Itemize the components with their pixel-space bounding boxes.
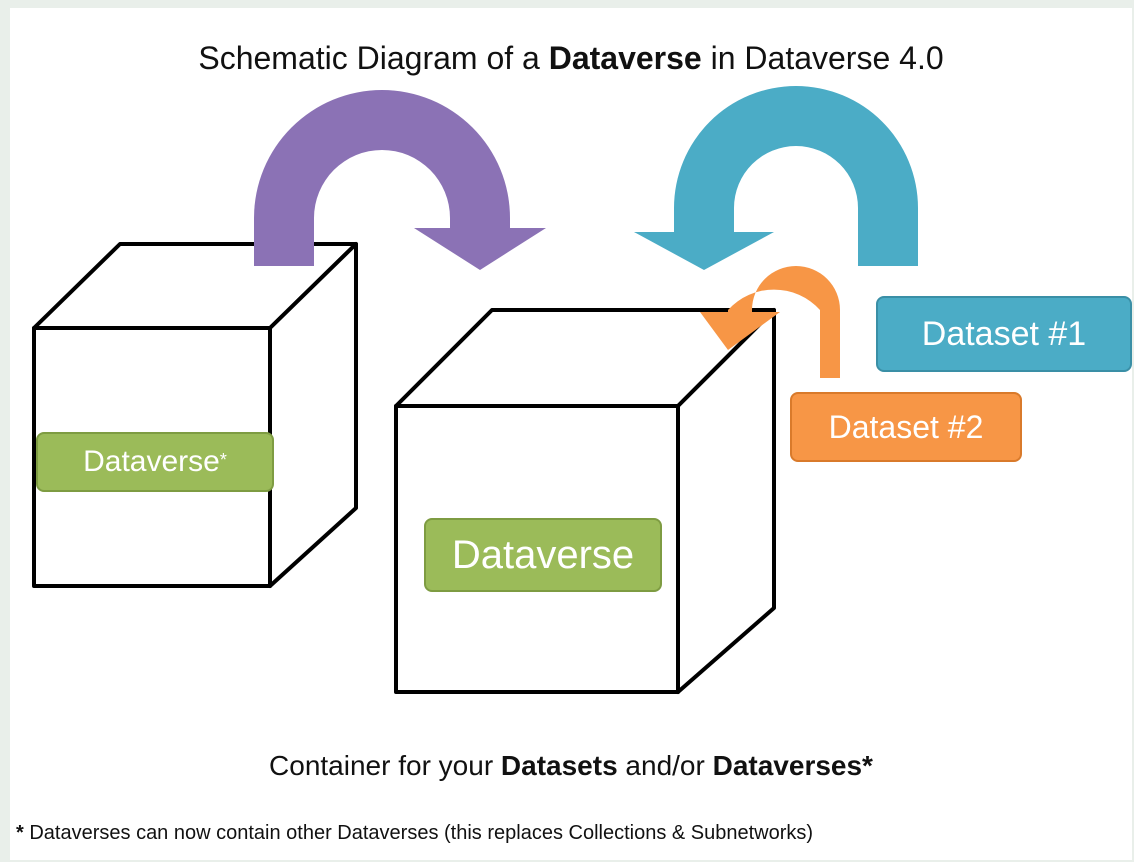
big-dataverse-label-text: Dataverse [451,532,635,577]
caption-part2: and/or [617,750,713,781]
diagram-title: Schematic Diagram of a Dataverse in Data… [10,40,1132,77]
footnote: * Dataverses can now contain other Datav… [16,822,813,845]
teal-curved-arrow [634,86,918,270]
caption-bold-datasets: Datasets [500,750,618,781]
small-dataverse-asterisk: * [219,449,227,470]
dataset-2-label-text: Dataset #2 [828,408,984,445]
diagram-caption: Container for your Datasets and/or Datav… [10,750,1132,782]
footnote-mark: * [16,822,24,844]
title-bold: Dataverse [548,40,702,76]
small-dataverse-cube [32,242,358,588]
big-dataverse-label: Dataverse [424,518,662,592]
big-dataverse-cube [394,308,776,694]
title-suffix: in Dataverse 4.0 [701,40,944,76]
diagram-graphic [32,86,918,694]
purple-curved-arrow [254,90,546,270]
caption-part1: Container for your [269,750,501,781]
dataset-2-label: Dataset #2 [790,392,1022,462]
title-prefix: Schematic Diagram of a [198,40,549,76]
dataset-1-label: Dataset #1 [876,296,1132,372]
dataset-1-label-text: Dataset #1 [921,314,1087,353]
caption-bold-dataverses: Dataverses* [712,750,873,781]
diagram-canvas: Schematic Diagram of a Dataverse in Data… [10,8,1132,860]
footnote-text: Dataverses can now contain other Dataver… [23,822,814,844]
small-dataverse-label: Dataverse* [36,432,274,492]
small-dataverse-label-text: Dataverse [83,445,220,478]
orange-curved-arrow [700,266,840,378]
